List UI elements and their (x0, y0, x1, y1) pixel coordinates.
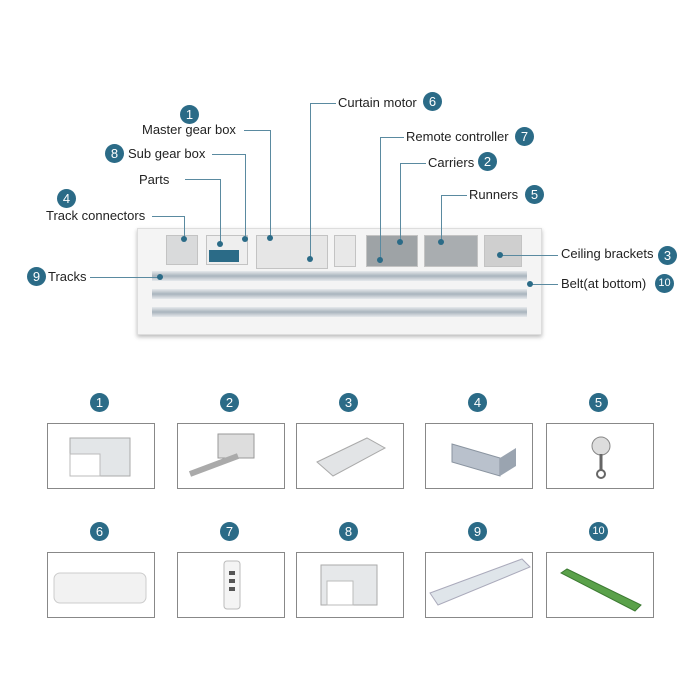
leader-line (184, 216, 185, 238)
leader-line (310, 103, 336, 104)
grid-badge-1: 1 (90, 393, 109, 412)
grid-badge-5: 5 (589, 393, 608, 412)
ceiling-brackets-part (484, 235, 522, 267)
grid-badge-10: 10 (589, 522, 608, 541)
track-rail (152, 271, 527, 281)
label-tracks: Tracks (48, 269, 87, 284)
leader-dot (267, 235, 273, 241)
label-carriers: Carriers (428, 155, 475, 170)
leader-line (310, 103, 311, 258)
label-sub-gear-box: Sub gear box (128, 146, 206, 161)
master-gear-box-icon (69, 437, 131, 477)
label-ceiling-brackets: Ceiling brackets (561, 246, 654, 261)
leader-dot (438, 239, 444, 245)
leader-line (212, 154, 245, 155)
grid-item-remote-controller (177, 552, 285, 618)
leader-line (441, 195, 467, 196)
carriers-part (366, 235, 418, 267)
grid-badge-2: 2 (220, 393, 239, 412)
label-parts: Parts (139, 172, 170, 187)
badge-1: 1 (180, 105, 199, 124)
leader-line (185, 179, 220, 180)
leader-line (400, 163, 401, 241)
leader-line (90, 277, 160, 278)
grid-badge-9: 9 (468, 522, 487, 541)
grid-item-master-gear-box (47, 423, 155, 489)
grid-item-ceiling-bracket (296, 423, 404, 489)
label-master-gear-box: Master gear box (142, 122, 236, 137)
leader-line (400, 163, 426, 164)
badge-2: 2 (478, 152, 497, 171)
leader-dot (377, 257, 383, 263)
leader-line (441, 195, 442, 241)
grid-item-carrier (177, 423, 285, 489)
belt-icon (560, 568, 642, 612)
leader-dot (242, 236, 248, 242)
leader-line (152, 216, 184, 217)
ceiling-bracket-icon (316, 437, 387, 477)
grid-item-track (425, 552, 533, 618)
track-connector-icon (451, 443, 516, 477)
leader-dot (217, 241, 223, 247)
leader-dot (157, 274, 163, 280)
badge-8: 8 (105, 144, 124, 163)
grid-badge-8: 8 (339, 522, 358, 541)
grid-item-track-connector (425, 423, 533, 489)
leader-line (500, 255, 558, 256)
grid-item-runner (546, 423, 654, 489)
leader-line (245, 154, 246, 236)
label-track-connectors: Track connectors (46, 208, 146, 223)
grid-badge-4: 4 (468, 393, 487, 412)
parts-part (206, 235, 248, 265)
motor-slot (334, 235, 356, 267)
badge-10: 10 (655, 274, 674, 293)
grid-badge-6: 6 (90, 522, 109, 541)
badge-7: 7 (515, 127, 534, 146)
leader-line (270, 130, 271, 236)
grid-item-belt (546, 552, 654, 618)
runner-icon (591, 436, 611, 479)
badge-5: 5 (525, 185, 544, 204)
track-icon (429, 558, 531, 606)
track-rail (152, 307, 527, 317)
package-tray (137, 228, 542, 335)
label-remote-controller: Remote controller (406, 129, 509, 144)
leader-dot (397, 239, 403, 245)
badge-3: 3 (658, 246, 677, 265)
grid-badge-3: 3 (339, 393, 358, 412)
badge-6: 6 (423, 92, 442, 111)
leader-line (380, 137, 404, 138)
remote-controller-icon (223, 560, 241, 610)
grid-item-sub-gear-box (296, 552, 404, 618)
curtain-motor-icon (53, 572, 147, 604)
grid-badge-7: 7 (220, 522, 239, 541)
track-rail (152, 289, 527, 299)
badge-4: 4 (57, 189, 76, 208)
leader-line (530, 284, 558, 285)
leader-dot (181, 236, 187, 242)
grid-item-curtain-motor (47, 552, 155, 618)
leader-line (244, 130, 270, 131)
curtain-motor-part (256, 235, 328, 269)
label-runners: Runners (469, 187, 519, 202)
leader-dot (527, 281, 533, 287)
label-belt: Belt(at bottom) (561, 276, 647, 291)
sub-gear-box-icon (320, 564, 378, 606)
runners-part (424, 235, 478, 267)
badge-9: 9 (27, 267, 46, 286)
leader-line (380, 137, 381, 259)
label-curtain-motor: Curtain motor (338, 95, 417, 110)
leader-line (220, 179, 221, 243)
leader-dot (497, 252, 503, 258)
leader-dot (307, 256, 313, 262)
carrier-icon (188, 433, 255, 477)
